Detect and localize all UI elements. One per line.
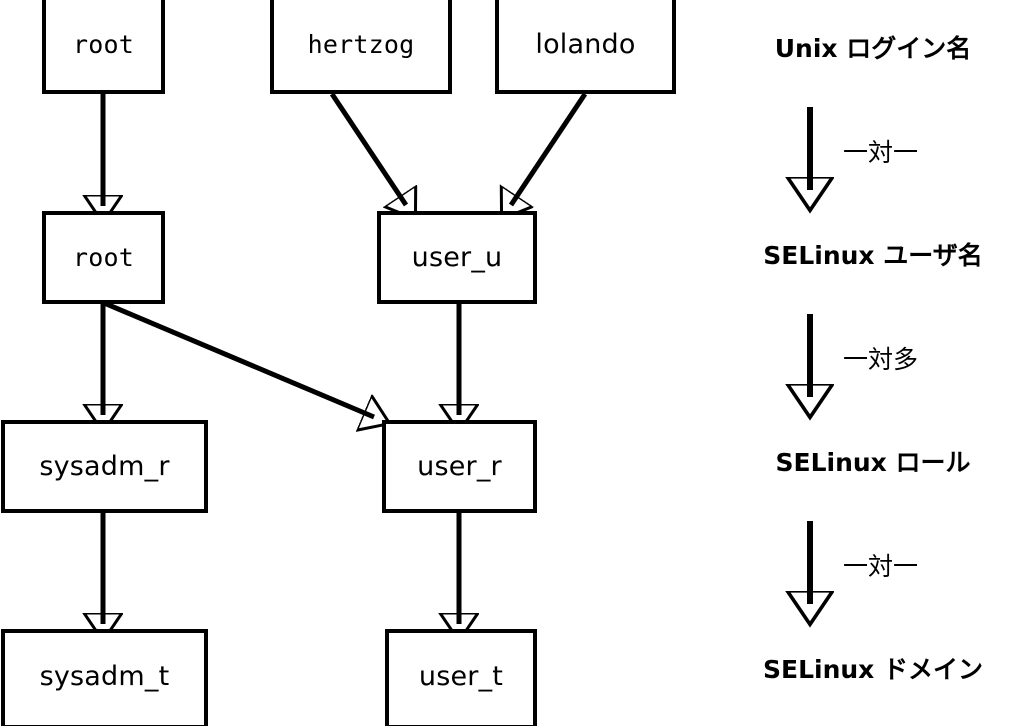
legend-level-selinux-user: SELinux ユーザ名 [742,243,1004,268]
legend-relation-2-label: 一対多 [843,345,919,374]
node-seuser-user-u[interactable]: user_u [377,211,537,304]
node-label: root [72,29,134,59]
node-domain-user-t[interactable]: user_t [385,629,537,726]
edge-login-hertzog-to-seuser-user_u [329,92,406,205]
node-label: hertzog [307,29,415,59]
node-label: user_r [417,451,502,482]
edge-login-lolando-to-seuser-user_u [511,92,588,205]
legend-level-label: Unix ログイン名 [774,34,972,63]
node-label: user_u [411,242,503,273]
node-role-user-r[interactable]: user_r [382,420,537,513]
node-seuser-root[interactable]: root [42,211,165,304]
legend-relation-1-label: 一対一 [843,138,919,167]
node-login-lolando[interactable]: lolando [495,0,676,94]
node-label: root [72,243,134,272]
node-role-sysadm-r[interactable]: sysadm_r [1,420,208,513]
node-label: sysadm_t [39,660,170,692]
node-label: user_t [418,660,504,692]
legend-level-label: SELinux ロール [775,448,971,477]
legend-level-label: SELinux ドメイン [762,655,983,684]
node-domain-sysadm-t[interactable]: sysadm_t [1,629,208,726]
legend-level-selinux-domain: SELinux ドメイン [742,657,1004,682]
edge-seuser-root-to-role-user_r [103,300,374,417]
legend-level-unix-login: Unix ログイン名 [742,36,1004,61]
legend-level-label: SELinux ユーザ名 [763,241,983,270]
node-label: sysadm_r [39,451,170,482]
node-login-root[interactable]: root [42,0,165,94]
legend-level-selinux-role: SELinux ロール [742,450,1004,475]
node-label: lolando [535,28,636,60]
node-login-hertzog[interactable]: hertzog [270,0,452,94]
legend-relation-3-label: 一対一 [843,552,919,581]
